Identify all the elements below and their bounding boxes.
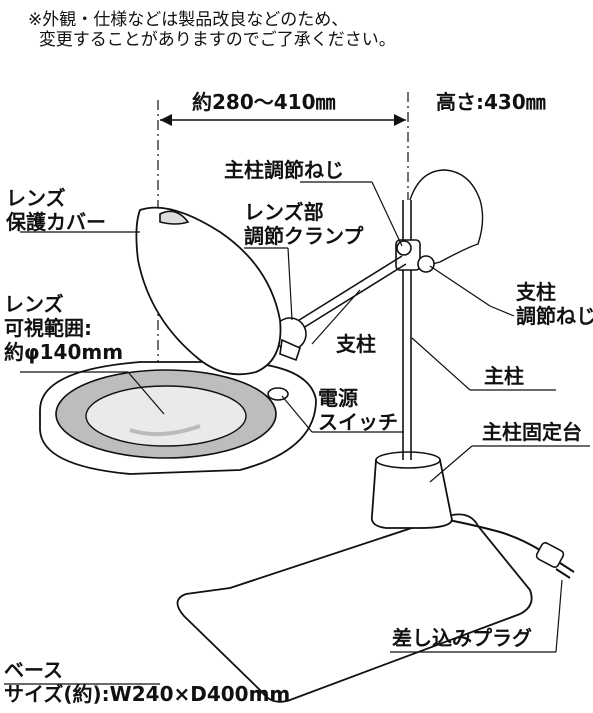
base-label-line2: サイズ(約):W240×D400mm [4,682,291,706]
lens-cover [135,206,282,376]
notice: ※外観・仕様などは製品改良などのため、 変更することがありますのでご了承ください… [28,10,396,50]
power-cord [447,519,541,551]
pole-stand-top [375,451,441,469]
lens-cover-label: レンズ 保護カバー [6,186,106,234]
power-plug [535,542,575,579]
lens-clamp-label-line2: 調節クランプ [244,224,364,248]
leader-support [311,289,361,345]
main-pole-label: 主柱 [484,364,524,388]
leader-support-screw [489,305,515,317]
lens-label-line3: 約φ140mm [4,340,124,364]
pole-stand-body [370,459,453,529]
plug-label: 差し込みプラグ [392,626,532,650]
cord-loop [409,169,484,266]
base-label: ベース サイズ(約):W240×D400mm [4,658,290,706]
height-dimension-label: 高さ:430㎜ [436,90,546,114]
power-switch-label: 電源 スイッチ [318,386,398,434]
reach-arrow-right-head [394,114,406,126]
lens-glass [85,385,247,447]
main-pole-screw-label: 主柱調節ねじ [224,158,344,182]
lens-label-line2: 可視範囲: [4,316,92,340]
support-label: 支柱 [336,332,376,356]
main-pole-screw-knob [396,240,412,256]
support-arm-top [295,255,403,323]
pole-stand-label: 主柱固定台 [482,420,582,444]
lens-label-line1: レンズ [4,292,64,316]
leader-main-pole [411,337,471,391]
lens-clamp-label-line1: レンズ部 [244,200,324,224]
power-switch-knob [267,387,289,401]
support-screw-label-line1: 支柱 [516,280,556,304]
reach-arrow-left-head [160,114,172,126]
lens-clamp-knob [279,338,301,362]
power-switch-label-line1: 電源 [318,386,358,410]
support-screw-knob [417,255,435,273]
support-screw-label: 支柱 調節ねじ [516,280,593,328]
power-switch-label-line2: スイッチ [318,410,398,434]
lens-cover-label-line1: レンズ [6,186,66,210]
reach-dimension-label: 約280〜410㎜ [192,90,336,114]
lens-label: レンズ 可視範囲: 約φ140mm [4,292,123,364]
notice-line-2: 変更することがありますのでご了承ください。 [38,30,396,50]
base-plate [176,513,533,703]
lens-glare [129,424,201,437]
support-screw-label-line2: 調節ねじ [516,304,593,328]
lens-clamp-label: レンズ部 調節クランプ [244,200,363,248]
base-label-line1: ベース [4,658,63,682]
leader-pole-stand [429,445,473,483]
notice-line-1: ※外観・仕様などは製品改良などのため、 [28,10,349,30]
lens-cover-tab [159,210,190,225]
leader-power-switch [281,395,313,433]
lens-cover-label-line2: 保護カバー [6,210,106,234]
